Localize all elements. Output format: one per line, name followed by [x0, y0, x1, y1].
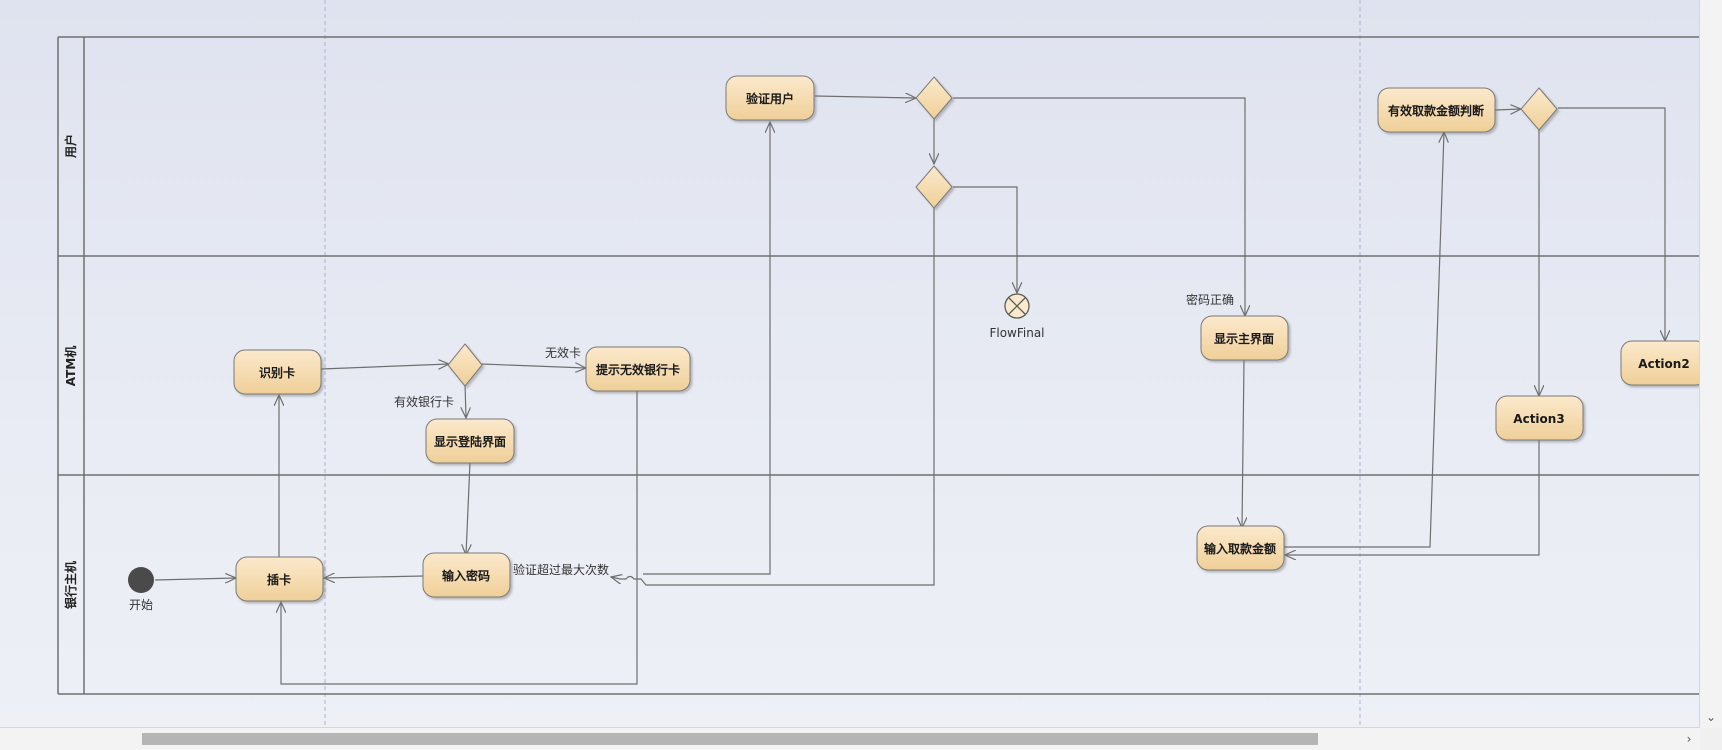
scroll-down-arrow-icon[interactable]: ⌄ [1705, 710, 1717, 724]
action-identify-card[interactable]: 识别卡 [233, 349, 322, 395]
swimlane-frame [57, 36, 1700, 695]
action-valid-amount-check-label: 有效取款金额判断 [1388, 103, 1484, 118]
edge-password-to-insert[interactable] [324, 576, 424, 578]
edge-invalid-to-insert[interactable] [281, 390, 638, 685]
start-label: 开始 [129, 598, 153, 612]
action-insert-card-label: 插卡 [267, 572, 291, 587]
action-show-login-label: 显示登陆界面 [434, 434, 506, 449]
edge-decision-to-final[interactable] [953, 186, 1017, 293]
lane-label-atm: ATM机 [63, 346, 78, 386]
action-valid-amount-check[interactable]: 有效取款金额判断 [1377, 87, 1496, 133]
action-show-main-label: 显示主界面 [1214, 331, 1274, 346]
edge-decision-to-login[interactable] [465, 382, 466, 418]
edge-label-invalid-card: 无效卡 [545, 345, 581, 360]
edge-decision-to-main[interactable] [953, 97, 1245, 316]
horizontal-scrollbar[interactable]: › [0, 727, 1700, 750]
initial-node[interactable] [128, 567, 154, 593]
action-show-invalid-card-label: 提示无效银行卡 [596, 362, 680, 377]
edge-decision-to-action2[interactable] [1558, 107, 1665, 341]
action-verify-user[interactable]: 验证用户 [725, 75, 815, 121]
action-action2-label: Action2 [1638, 357, 1689, 371]
action-enter-amount[interactable]: 输入取款金额 [1196, 525, 1285, 571]
action-verify-user-label: 验证用户 [746, 91, 794, 106]
action-show-login[interactable]: 显示登陆界面 [425, 418, 515, 464]
action-action3[interactable]: Action3 [1495, 395, 1584, 441]
edge-start-to-insert[interactable] [154, 578, 236, 580]
edge-label-exceeded: 验证超过最大次数 [513, 562, 609, 577]
edge-password-to-verify[interactable] [643, 122, 770, 575]
edge-decision-to-password[interactable] [611, 207, 935, 586]
edge-verify-to-decision[interactable] [814, 96, 916, 98]
edge-amount-to-valid[interactable] [1283, 132, 1444, 548]
edge-login-to-password[interactable] [466, 461, 470, 555]
action-show-main[interactable]: 显示主界面 [1200, 315, 1289, 361]
lane-label-bank: 银行主机 [63, 561, 78, 609]
action-show-invalid-card[interactable]: 提示无效银行卡 [585, 346, 691, 392]
edge-action3-to-amount[interactable] [1285, 440, 1540, 555]
scrollbar-corner [1700, 728, 1722, 750]
decision-node-verify[interactable] [915, 76, 953, 120]
action-action2[interactable]: Action2 [1620, 340, 1700, 386]
action-action3-label: Action3 [1513, 412, 1564, 426]
edge-label-valid-card: 有效银行卡 [394, 394, 454, 409]
decision-node-amount[interactable] [1520, 87, 1558, 131]
action-insert-card[interactable]: 插卡 [235, 556, 324, 602]
edge-label-password-ok: 密码正确 [1186, 292, 1234, 307]
action-enter-amount-label: 输入取款金额 [1204, 541, 1276, 556]
decision-node-card[interactable] [447, 343, 483, 387]
vertical-scrollbar[interactable]: ⌄ [1699, 0, 1722, 728]
flow-final-label: FlowFinal [989, 326, 1044, 340]
scroll-right-arrow-icon[interactable]: › [1686, 732, 1692, 746]
action-enter-password[interactable]: 输入密码 [422, 552, 511, 598]
action-identify-card-label: 识别卡 [259, 365, 295, 380]
edge-valid-to-decision[interactable] [1494, 109, 1521, 110]
edge-main-to-amount[interactable] [1242, 359, 1244, 528]
lane-label-user: 用户 [63, 134, 78, 159]
decision-node-retry[interactable] [915, 165, 953, 209]
flow-final-node[interactable] [1004, 293, 1030, 319]
edge-identify-to-decision[interactable] [320, 364, 449, 370]
action-enter-password-label: 输入密码 [442, 568, 490, 583]
activity-diagram: 用户 ATM机 银行主机 无效卡 有效银行卡 密码正确 验证超过最大次数 开始 [57, 0, 1700, 728]
horizontal-scroll-thumb[interactable] [142, 733, 1318, 745]
edge-decision-to-invalid[interactable] [481, 364, 586, 368]
